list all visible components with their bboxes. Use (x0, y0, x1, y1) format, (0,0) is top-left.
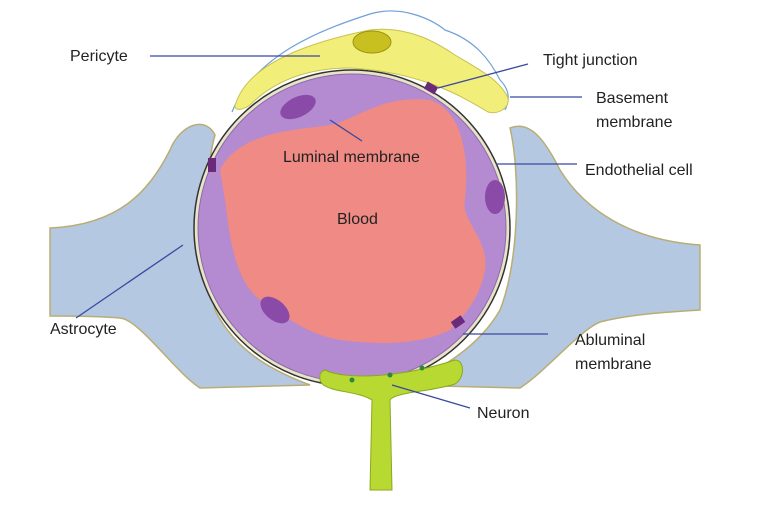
tight-junction (423, 81, 439, 95)
pericyte (234, 28, 509, 114)
astrocyte-left (49, 123, 311, 389)
abluminal-label-1: Abluminal (575, 332, 645, 349)
endothelial-nucleus (485, 180, 505, 214)
neuron-vesicle (349, 377, 355, 383)
leader-lines (75, 55, 582, 409)
basement-label-1: Basement (596, 90, 669, 107)
pericyte-label: Pericyte (70, 48, 128, 65)
endothelial-nucleus (260, 296, 290, 324)
pericyte-nucleus (352, 30, 392, 54)
tight-junction (450, 315, 466, 329)
endothelial-label: Endothelial cell (585, 162, 693, 179)
basement-membrane (231, 10, 509, 113)
tight-junction-leader (437, 63, 529, 89)
tight-junction (208, 158, 216, 172)
luminal-label: Luminal membrane (283, 149, 420, 166)
neuron (319, 359, 463, 491)
blood-label: Blood (337, 211, 378, 228)
astrocyte-label: Astrocyte (50, 321, 117, 338)
neuron-vesicle (419, 365, 425, 371)
blood-lumen (220, 99, 486, 343)
basement-label-2: membrane (596, 114, 673, 131)
tight-junction-label: Tight junction (543, 52, 638, 69)
luminal-leader (329, 119, 363, 142)
endothelial-nucleus (280, 94, 316, 120)
abluminal-label-2: membrane (575, 356, 652, 373)
neuron-label: Neuron (477, 405, 529, 422)
astrocyte-leader (75, 244, 184, 319)
neuron-leader (391, 384, 471, 409)
neuron-vesicle (387, 372, 393, 378)
astrocyte-right (399, 125, 701, 389)
